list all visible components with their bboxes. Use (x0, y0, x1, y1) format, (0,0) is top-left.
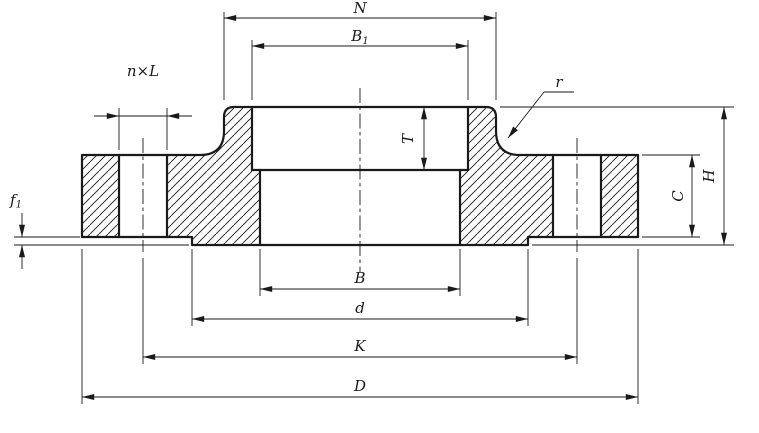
dimension-nxL: n×L (94, 62, 192, 150)
hatch-right-hub-wall (460, 107, 553, 245)
dimension-B1: B1 (251, 27, 469, 100)
section-hatching (82, 107, 638, 245)
hatch-left-rim (82, 155, 119, 237)
label-N: N (352, 0, 367, 17)
label-d: d (355, 299, 365, 317)
dimension-B: B (259, 249, 461, 296)
leader-r: r (507, 73, 574, 139)
dimension-D: D (81, 249, 639, 404)
label-D: D (353, 377, 366, 395)
label-nxL: n×L (127, 62, 159, 80)
dimension-C: C (642, 154, 700, 238)
dimension-T: T (399, 107, 427, 170)
label-H: H (700, 169, 718, 184)
label-T: T (399, 133, 417, 144)
dimension-f1: f1 (9, 191, 189, 269)
dimension-d: d (191, 249, 529, 326)
dimension-K: K (142, 258, 578, 364)
label-B1: B1 (350, 27, 368, 47)
label-r: r (555, 73, 563, 91)
dimension-H: H (500, 106, 734, 246)
dimension-N: N (223, 0, 497, 100)
label-C: C (669, 190, 687, 202)
flange-outer-profile (80, 105, 640, 247)
hatch-right-rim (601, 155, 638, 237)
centerlines (142, 88, 578, 272)
label-f1: f1 (9, 191, 22, 211)
label-K: K (353, 337, 366, 355)
part-outline (80, 105, 640, 247)
hatch-left-hub-wall (167, 107, 260, 245)
label-B: B (353, 269, 365, 287)
